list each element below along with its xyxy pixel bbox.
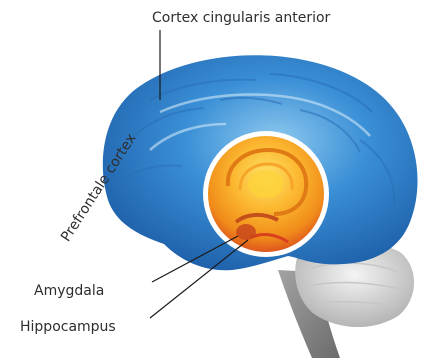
label-cortex-cingularis-anterior: Cortex cingularis anterior <box>152 10 330 26</box>
label-amygdala: Amygdala <box>34 283 104 299</box>
label-hippocampus: Hippocampus <box>20 319 116 335</box>
